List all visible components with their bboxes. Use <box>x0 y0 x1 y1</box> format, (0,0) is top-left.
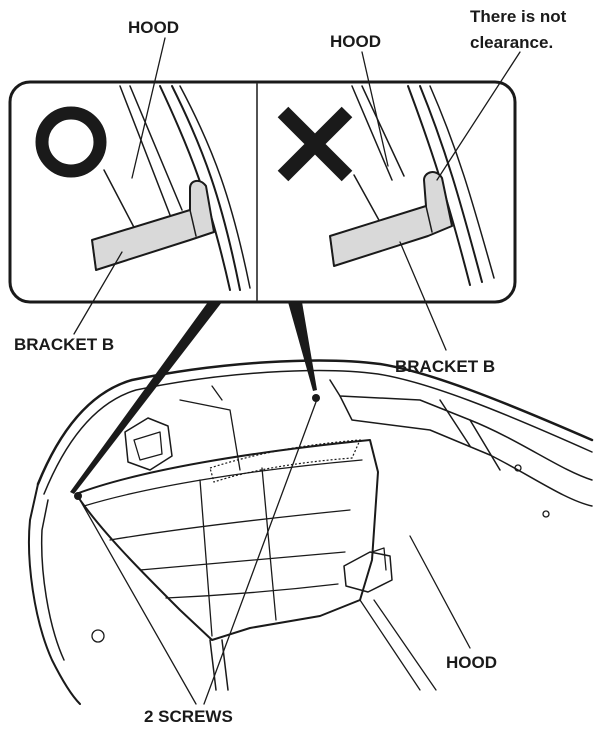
hood-latch-right-inner <box>371 547 387 571</box>
label-hood-mid: HOOD <box>330 32 381 51</box>
hood-hole <box>514 464 522 472</box>
label-hood-bottom: HOOD <box>446 653 497 672</box>
bracket-b-correct <box>91 180 215 271</box>
hood-edge <box>353 174 381 223</box>
hood-inner-edge <box>43 369 593 495</box>
bracket-edge <box>329 235 335 267</box>
hood-edge <box>429 85 495 279</box>
hood-edge <box>361 85 405 177</box>
hood-edge <box>159 85 231 291</box>
bracket-edge <box>189 209 197 237</box>
label-screws: 2 SCREWS <box>144 707 233 726</box>
hood-edge <box>119 85 171 216</box>
callout-wedge-left <box>70 302 222 494</box>
leader-hood-left <box>131 37 166 179</box>
hood-latch-left <box>124 417 173 471</box>
hood-rib <box>179 399 241 471</box>
insulator-seam <box>199 467 277 637</box>
bracket-edge <box>91 239 97 271</box>
label-clearance-line1: There is not <box>470 7 567 26</box>
insulator-line <box>165 583 339 599</box>
hood-left-inner <box>40 499 65 661</box>
screw-right <box>312 394 320 402</box>
bracket-edge <box>425 205 433 233</box>
hood-rib <box>211 385 223 401</box>
circle-ok-icon <box>35 106 107 178</box>
hood-latch-right <box>343 551 393 593</box>
hood-left-edge <box>27 483 81 705</box>
hood-edge <box>103 169 139 236</box>
insulator-line <box>83 459 363 507</box>
hood-lower-rail <box>359 599 437 691</box>
panel-incorrect <box>277 85 495 286</box>
hood-hole <box>91 629 105 643</box>
insulator-line <box>109 509 351 541</box>
leader-bracket-left <box>73 251 123 335</box>
leader-hood-mid <box>361 51 389 167</box>
insulator-mesh <box>209 439 361 483</box>
hood-overview <box>27 359 594 705</box>
leader-hood-bottom <box>409 535 471 649</box>
label-bracket-right: BRACKET B <box>395 357 495 376</box>
leader-bracket-right <box>399 241 447 351</box>
hood-outer-edge <box>36 359 594 486</box>
hood-latch-left-inner <box>133 431 163 461</box>
hood-insulator <box>75 439 379 641</box>
hood-stay <box>209 639 229 691</box>
hood-hole <box>542 510 550 518</box>
hood-edge <box>419 85 483 283</box>
screw-left <box>74 492 82 500</box>
leader-screw-left <box>79 499 197 705</box>
leader-clearance <box>436 51 521 181</box>
panel-correct <box>35 85 251 291</box>
insulator-line <box>139 551 346 571</box>
hood-edge <box>129 85 183 211</box>
bracket-b-incorrect <box>329 171 453 267</box>
hood-edge <box>351 85 393 181</box>
label-bracket-left: BRACKET B <box>14 335 114 354</box>
label-hood-left: HOOD <box>128 18 179 37</box>
label-clearance-line2: clearance. <box>470 33 553 52</box>
callout-wedge-right <box>288 302 317 391</box>
hood-right-rail <box>329 379 593 481</box>
hood-edge <box>179 85 251 289</box>
hood-edge <box>171 85 241 291</box>
hood-rib <box>439 399 501 471</box>
cross-ng-icon <box>277 106 353 182</box>
leader-screw-right <box>203 401 317 705</box>
